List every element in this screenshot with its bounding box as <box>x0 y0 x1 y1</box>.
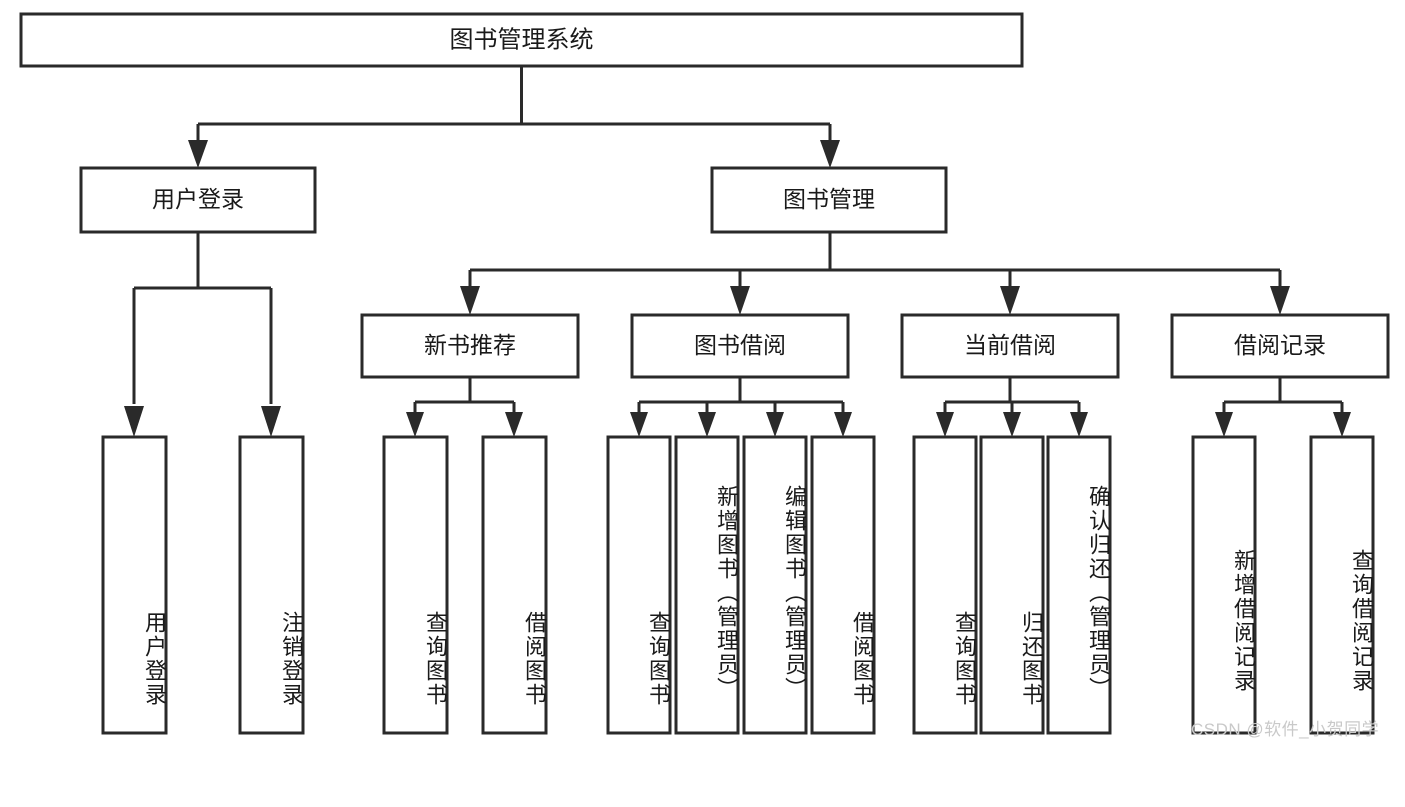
arrow-icon-book-manage <box>820 140 840 168</box>
arrow-icon-current-leaf-3 <box>1070 412 1088 437</box>
leaf-box-group <box>101 435 1375 735</box>
leaf-box-user-login[interactable] <box>101 435 168 735</box>
csdn-watermark: CSDN @软件_小贺同学 <box>1191 720 1380 739</box>
node-book-management-label: 图书管理 <box>783 186 875 212</box>
node-root-book-management-system[interactable]: 图书管理系统 <box>19 12 1024 68</box>
node-current-borrow[interactable]: 当前借阅 <box>900 313 1120 379</box>
arrow-icon-current <box>1000 286 1020 315</box>
node-book-borrow[interactable]: 图书借阅 <box>630 313 850 379</box>
leaf-box-borrow-add-book[interactable] <box>674 435 740 735</box>
leaf-box-current-query-book[interactable] <box>912 435 978 735</box>
node-root-box <box>19 12 1024 68</box>
node-new-book-recommend[interactable]: 新书推荐 <box>360 313 580 379</box>
arrow-icon-borrow-leaf-1 <box>630 412 648 437</box>
leaf-box-borrow-edit-book[interactable] <box>742 435 808 735</box>
leaf-box-logout[interactable] <box>238 435 305 735</box>
node-book-borrow-label: 图书借阅 <box>694 332 786 358</box>
leaf-box-record-query[interactable] <box>1309 435 1375 735</box>
arrow-icon-record-leaf-2 <box>1333 412 1351 437</box>
node-current-borrow-box <box>900 313 1120 379</box>
arrow-icon-leaf-logout <box>261 406 281 437</box>
node-borrow-record[interactable]: 借阅记录 <box>1170 313 1390 379</box>
arrow-icon-record <box>1270 286 1290 315</box>
leaf-box-borrow-query-book[interactable] <box>606 435 672 735</box>
arrow-icon-record-leaf-1 <box>1215 412 1233 437</box>
leaf-box-recommend-borrow-book[interactable] <box>481 435 548 735</box>
arrow-icon-borrow <box>730 286 750 315</box>
leaf-box-current-confirm-return[interactable] <box>1046 435 1112 735</box>
node-user-login-label: 用户登录 <box>152 186 244 212</box>
node-book-management[interactable]: 图书管理 <box>710 166 948 234</box>
node-book-borrow-box <box>630 313 850 379</box>
arrow-icon-recommend <box>460 286 480 315</box>
arrow-icon-borrow-leaf-2 <box>698 412 716 437</box>
node-new-book-recommend-label: 新书推荐 <box>424 332 516 358</box>
node-user-login[interactable]: 用户登录 <box>79 166 317 234</box>
node-user-login-box <box>79 166 317 234</box>
arrow-icon-borrow-leaf-4 <box>834 412 852 437</box>
node-borrow-record-box <box>1170 313 1390 379</box>
diagram-canvas: 图书管理系统 用户登录 图书管理 新书推荐 图书借阅 当前借阅 借阅记录 <box>19 12 1390 739</box>
node-new-book-recommend-box <box>360 313 580 379</box>
connector-group <box>132 66 1344 412</box>
leaf-box-record-add[interactable] <box>1191 435 1257 735</box>
node-book-management-box <box>710 166 948 234</box>
leaf-box-borrow-borrow-book[interactable] <box>810 435 876 735</box>
arrow-icon-borrow-leaf-3 <box>766 412 784 437</box>
arrowhead-group <box>124 140 1351 437</box>
leaf-box-current-return-book[interactable] <box>979 435 1045 735</box>
arrow-icon-current-leaf-2 <box>1003 412 1021 437</box>
leaf-box-recommend-query-book[interactable] <box>382 435 449 735</box>
node-current-borrow-label: 当前借阅 <box>964 332 1056 358</box>
arrow-icon-recommend-leaf-2 <box>505 412 523 437</box>
node-root-label: 图书管理系统 <box>450 26 594 53</box>
arrow-icon-user-login <box>188 140 208 168</box>
node-borrow-record-label: 借阅记录 <box>1234 332 1326 358</box>
arrow-icon-current-leaf-1 <box>936 412 954 437</box>
arrow-icon-leaf-user-login <box>124 406 144 437</box>
arrow-icon-recommend-leaf-1 <box>406 412 424 437</box>
